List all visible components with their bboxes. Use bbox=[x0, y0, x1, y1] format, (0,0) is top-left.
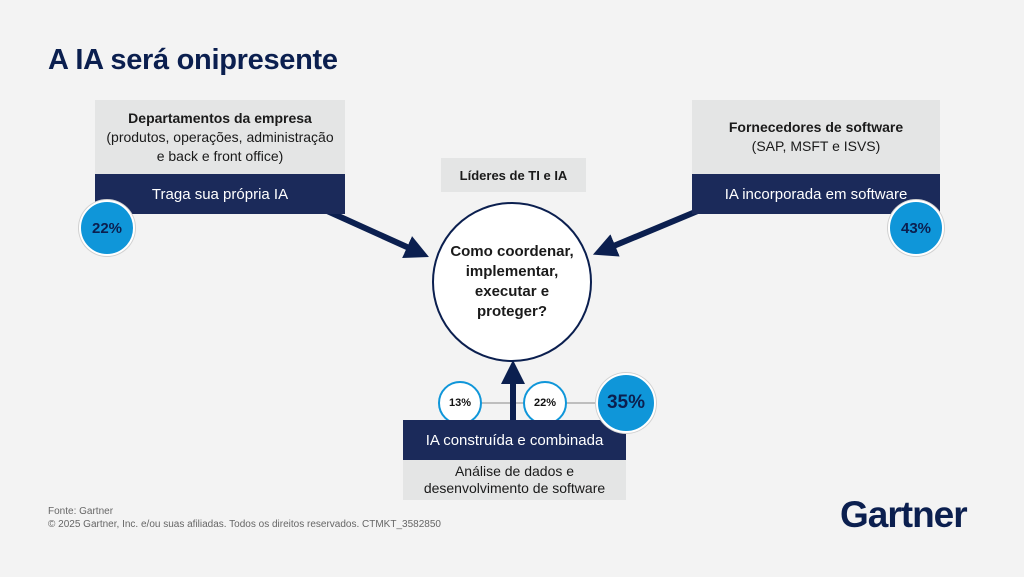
left-detail: (produtos, operações, administração e ba… bbox=[106, 128, 334, 164]
bottom-percent-a: 13% bbox=[438, 381, 482, 425]
footer-copyright: © 2025 Gartner, Inc. e/ou suas afiliadas… bbox=[48, 519, 441, 530]
left-arrow bbox=[323, 207, 429, 258]
right-arrow bbox=[592, 207, 702, 257]
footer-source: Fonte: Gartner bbox=[48, 506, 114, 517]
left-source-box: Departamentos da empresa (produtos, oper… bbox=[95, 100, 345, 174]
middle-label: Líderes de TI e IA bbox=[441, 158, 586, 192]
bottom-percent-total: 35% bbox=[596, 373, 656, 433]
left-percent-badge: 22% bbox=[79, 200, 135, 256]
right-percent-badge: 43% bbox=[888, 200, 944, 256]
center-question: Como coordenar, implementar, executar e … bbox=[432, 202, 592, 362]
page-title: A IA será onipresente bbox=[48, 44, 338, 76]
right-detail: (SAP, MSFT e ISVS) bbox=[751, 138, 881, 154]
left-heading: Departamentos da empresa bbox=[128, 109, 312, 126]
right-source-box: Fornecedores de software (SAP, MSFT e IS… bbox=[692, 100, 940, 174]
bottom-detail: Análise de dados e desenvolvimento de so… bbox=[403, 460, 626, 500]
bottom-percent-b: 22% bbox=[523, 381, 567, 425]
bottom-bar: IA construída e combinada bbox=[403, 420, 626, 460]
left-bar: Traga sua própria IA bbox=[95, 174, 345, 214]
gartner-logo: Gartner bbox=[840, 494, 968, 535]
center-question-text: Como coordenar, implementar, executar e … bbox=[450, 243, 574, 320]
right-heading: Fornecedores de software bbox=[728, 119, 904, 135]
